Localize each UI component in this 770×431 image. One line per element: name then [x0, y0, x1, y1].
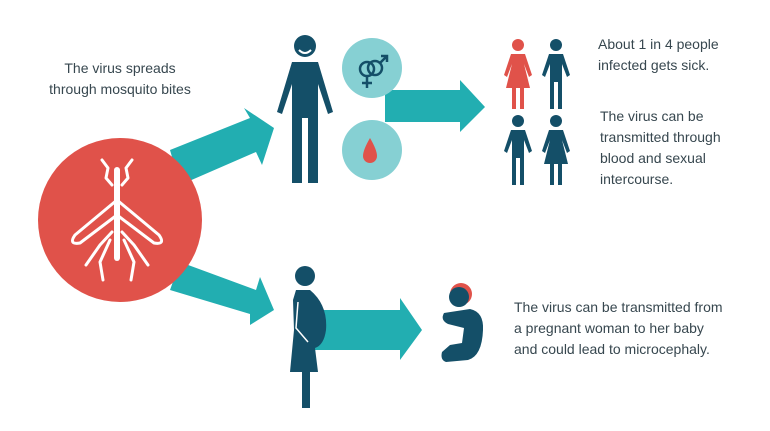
- woman-icon: [542, 115, 570, 185]
- man-icon-3: [504, 115, 532, 185]
- blood-drop-icon: [363, 138, 377, 163]
- sick-woman-icon: [504, 39, 532, 109]
- caption-line: through mosquito bites: [49, 81, 191, 97]
- mosquito-icon: [70, 158, 164, 282]
- caption-line: infected gets sick.: [598, 57, 710, 73]
- caption-blood-sexual: The virus can be transmitted through blo…: [600, 106, 721, 190]
- caption-one-in-four: About 1 in 4 people infected gets sick.: [598, 34, 719, 76]
- caption-mosquito-bites: The virus spreads through mosquito bites: [30, 58, 210, 100]
- caption-line: The virus spreads: [64, 60, 176, 76]
- arrow-to-group: [385, 80, 485, 132]
- sexual-transmission-circle: [342, 38, 402, 98]
- arrow-to-person: [170, 108, 274, 185]
- gender-symbols-icon: [358, 54, 389, 88]
- pregnant-woman-icon: [290, 266, 327, 408]
- caption-line: transmitted through: [600, 129, 721, 145]
- caption-line: blood and sexual: [600, 150, 706, 166]
- arrow-to-pregnant-woman: [170, 262, 274, 325]
- caption-line: The virus can be: [600, 108, 704, 124]
- caption-pregnancy: The virus can be transmitted from a preg…: [514, 297, 723, 360]
- man-icon-2: [542, 39, 570, 109]
- caption-line: a pregnant woman to her baby: [514, 320, 704, 336]
- caption-line: intercourse.: [600, 171, 674, 187]
- arrow-to-baby: [315, 298, 422, 360]
- caption-line: and could lead to microcephaly.: [514, 341, 710, 357]
- caption-line: The virus can be transmitted from: [514, 299, 723, 315]
- baby-icon: [441, 283, 484, 362]
- man-icon: [277, 35, 333, 183]
- caption-line: About 1 in 4 people: [598, 36, 719, 52]
